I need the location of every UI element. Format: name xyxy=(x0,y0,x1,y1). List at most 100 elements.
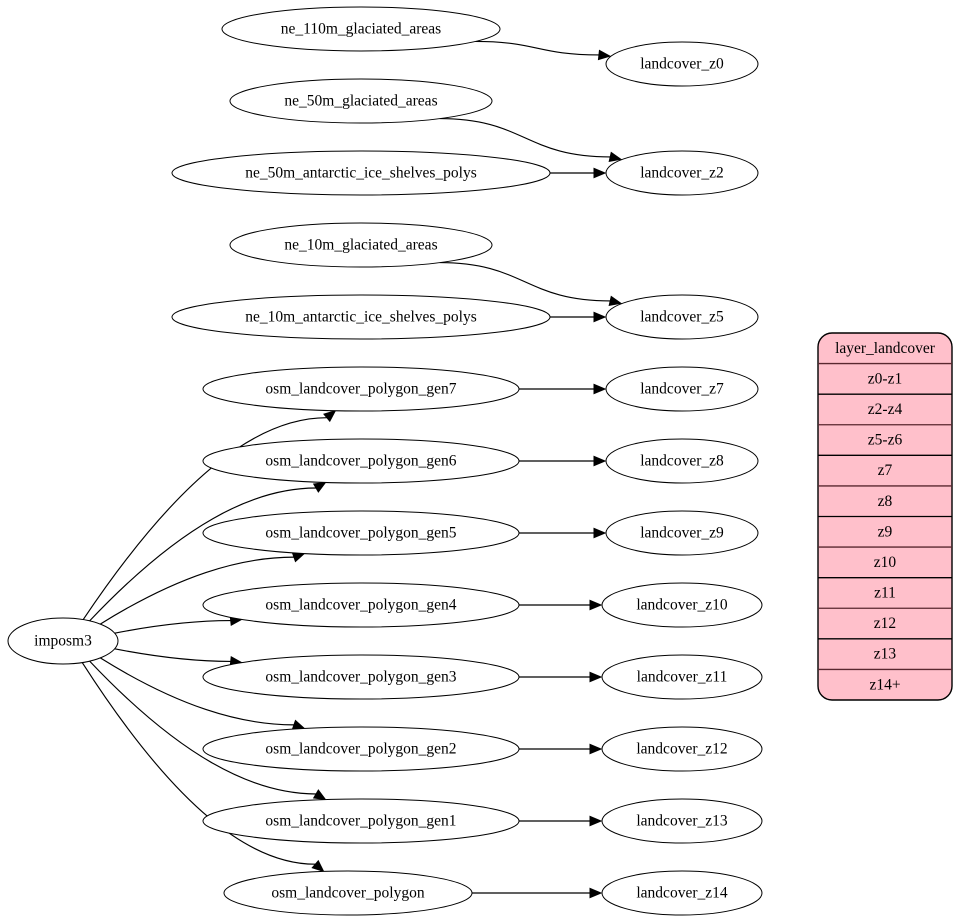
node-osm_landcover_polygon_gen1[interactable]: osm_landcover_polygon_gen1 xyxy=(202,798,520,844)
node-landcover_z14[interactable]: landcover_z14 xyxy=(601,870,763,916)
node-osm_landcover_polygon_gen6[interactable]: osm_landcover_polygon_gen6 xyxy=(202,438,520,484)
layer-table-row-z8[interactable]: z8 xyxy=(818,486,952,517)
node-label-osm_landcover_polygon_gen5: osm_landcover_polygon_gen5 xyxy=(265,525,456,542)
node-ne_10m_antarctic_ice_shelves_polys[interactable]: ne_10m_antarctic_ice_shelves_polys xyxy=(171,294,551,340)
layer-table-row-z5-z6[interactable]: z5-z6 xyxy=(818,425,952,456)
node-landcover_z10[interactable]: landcover_z10 xyxy=(601,582,763,628)
layer-landcover-table[interactable]: layer_landcoverz0-z1z2-z4z5-z6z7z8z9z10z… xyxy=(817,332,953,701)
node-shape-landcover_z2 xyxy=(605,150,759,196)
edge-path xyxy=(114,620,231,634)
node-shape-ne_50m_glaciated_areas xyxy=(229,78,493,124)
node-shape-osm_landcover_polygon_gen3 xyxy=(202,654,520,700)
node-shape-ne_10m_glaciated_areas xyxy=(229,222,493,268)
edge-osm_landcover_polygon_gen2-to-landcover_z12 xyxy=(518,743,603,755)
layer-table-row-z12[interactable]: z12 xyxy=(818,608,952,639)
edge-osm_landcover_polygon_gen4-to-landcover_z10 xyxy=(519,599,603,611)
node-landcover_z13[interactable]: landcover_z13 xyxy=(601,798,763,844)
node-label-osm_landcover_polygon_gen4: osm_landcover_polygon_gen4 xyxy=(265,597,456,614)
node-osm_landcover_polygon_gen3[interactable]: osm_landcover_polygon_gen3 xyxy=(202,654,520,700)
node-shape-landcover_z5 xyxy=(605,294,759,340)
node-label-ne_10m_glaciated_areas: ne_10m_glaciated_areas xyxy=(284,237,437,254)
node-landcover_z8[interactable]: landcover_z8 xyxy=(605,438,759,484)
node-label-osm_landcover_polygon_gen1: osm_landcover_polygon_gen1 xyxy=(265,813,456,830)
node-shape-osm_landcover_polygon_gen6 xyxy=(202,438,520,484)
node-label-ne_50m_glaciated_areas: ne_50m_glaciated_areas xyxy=(284,93,437,110)
nodes-layer: imposm3 ne_110m_glaciated_areas ne_50m_gla… xyxy=(7,6,763,916)
layer-table-row-z11[interactable]: z11 xyxy=(818,578,952,609)
layer-table-row-z2-z4[interactable]: z2-z4 xyxy=(818,394,952,425)
layer-table-row-z0-z1[interactable]: z0-z1 xyxy=(818,364,952,395)
arrow-head xyxy=(597,49,612,61)
node-shape-landcover_z12 xyxy=(601,726,763,772)
node-label-osm_landcover_polygon_gen6: osm_landcover_polygon_gen6 xyxy=(265,453,456,470)
arrow-head xyxy=(593,311,607,323)
arrow-head xyxy=(312,481,327,493)
layer-table-row-label: z13 xyxy=(874,646,897,663)
node-shape-osm_landcover_polygon_gen1 xyxy=(202,798,520,844)
arrow-head xyxy=(589,599,603,611)
node-landcover_z2[interactable]: landcover_z2 xyxy=(605,150,759,196)
node-ne_10m_glaciated_areas[interactable]: ne_10m_glaciated_areas xyxy=(229,222,493,268)
node-landcover_z12[interactable]: landcover_z12 xyxy=(601,726,763,772)
node-imposm3[interactable]: imposm3 xyxy=(7,617,119,665)
node-landcover_z0[interactable]: landcover_z0 xyxy=(605,41,759,87)
node-landcover_z11[interactable]: landcover_z11 xyxy=(601,654,763,700)
arrow-head xyxy=(312,789,327,801)
node-label-ne_10m_antarctic_ice_shelves_polys: ne_10m_antarctic_ice_shelves_polys xyxy=(245,309,477,326)
node-shape-landcover_z10 xyxy=(601,582,763,628)
node-label-osm_landcover_polygon_gen7: osm_landcover_polygon_gen7 xyxy=(265,381,456,398)
layer-table-row-z14-[interactable]: z14+ xyxy=(818,669,952,700)
node-shape-ne_50m_antarctic_ice_shelves_polys xyxy=(171,150,551,196)
edge-osm_landcover_polygon_gen5-to-landcover_z9 xyxy=(519,527,607,539)
node-label-landcover_z11: landcover_z11 xyxy=(637,669,728,686)
node-label-landcover_z8: landcover_z8 xyxy=(640,453,724,470)
node-label-landcover_z2: landcover_z2 xyxy=(640,165,724,182)
arrow-head xyxy=(291,719,306,730)
layer-table-row-z13[interactable]: z13 xyxy=(818,639,952,670)
arrow-head xyxy=(589,887,603,899)
node-label-imposm3: imposm3 xyxy=(34,633,92,650)
node-shape-osm_landcover_polygon_gen4 xyxy=(202,582,520,628)
edge-path xyxy=(99,556,294,625)
node-shape-landcover_z13 xyxy=(601,798,763,844)
node-shape-landcover_z11 xyxy=(601,654,763,700)
arrow-head xyxy=(323,409,337,423)
node-osm_landcover_polygon_gen5[interactable]: osm_landcover_polygon_gen5 xyxy=(202,510,520,556)
edge-path xyxy=(439,118,611,158)
node-label-landcover_z14: landcover_z14 xyxy=(636,885,727,902)
node-label-osm_landcover_polygon_gen3: osm_landcover_polygon_gen3 xyxy=(265,669,456,686)
node-label-osm_landcover_polygon_gen2: osm_landcover_polygon_gen2 xyxy=(265,741,456,758)
node-shape-landcover_z7 xyxy=(605,366,759,412)
edge-osm_landcover_polygon-to-landcover_z14 xyxy=(471,887,603,899)
arrow-head xyxy=(608,295,623,307)
layer-table-row-label: z0-z1 xyxy=(868,370,902,387)
layer-table-row-label: z10 xyxy=(874,554,897,571)
node-landcover_z7[interactable]: landcover_z7 xyxy=(605,366,759,412)
node-osm_landcover_polygon[interactable]: osm_landcover_polygon xyxy=(223,870,473,916)
edge-path xyxy=(89,660,317,795)
node-label-landcover_z10: landcover_z10 xyxy=(636,597,727,614)
layer-table-row-z10[interactable]: z10 xyxy=(818,547,952,578)
arrow-head xyxy=(593,167,607,179)
node-ne_110m_glaciated_areas[interactable]: ne_110m_glaciated_areas xyxy=(221,6,501,52)
layer-table-row-label: z12 xyxy=(874,615,896,632)
layer-table-row-z9[interactable]: z9 xyxy=(818,517,952,548)
node-landcover_z9[interactable]: landcover_z9 xyxy=(605,510,759,556)
edge-imposm3-to-osm_landcover_polygon_gen6 xyxy=(89,481,327,622)
edge-ne_10m_antarctic_ice_shelves_polys-to-landcover_z5 xyxy=(550,311,607,323)
node-landcover_z5[interactable]: landcover_z5 xyxy=(605,294,759,340)
layer-table-row-label: z5-z6 xyxy=(868,432,903,449)
node-label-landcover_z5: landcover_z5 xyxy=(640,309,724,326)
node-ne_50m_antarctic_ice_shelves_polys[interactable]: ne_50m_antarctic_ice_shelves_polys xyxy=(171,150,551,196)
node-osm_landcover_polygon_gen7[interactable]: osm_landcover_polygon_gen7 xyxy=(202,366,520,412)
edge-osm_landcover_polygon_gen6-to-landcover_z8 xyxy=(519,455,607,467)
node-osm_landcover_polygon_gen2[interactable]: osm_landcover_polygon_gen2 xyxy=(202,726,520,772)
layer-table-row-label: z9 xyxy=(878,523,893,540)
edge-path xyxy=(89,487,317,622)
node-shape-landcover_z0 xyxy=(605,41,759,87)
node-ne_50m_glaciated_areas[interactable]: ne_50m_glaciated_areas xyxy=(229,78,493,124)
edge-ne_110m_glaciated_areas-to-landcover_z0 xyxy=(475,40,612,61)
layer-table-row-z7[interactable]: z7 xyxy=(818,455,952,486)
node-osm_landcover_polygon_gen4[interactable]: osm_landcover_polygon_gen4 xyxy=(202,582,520,628)
